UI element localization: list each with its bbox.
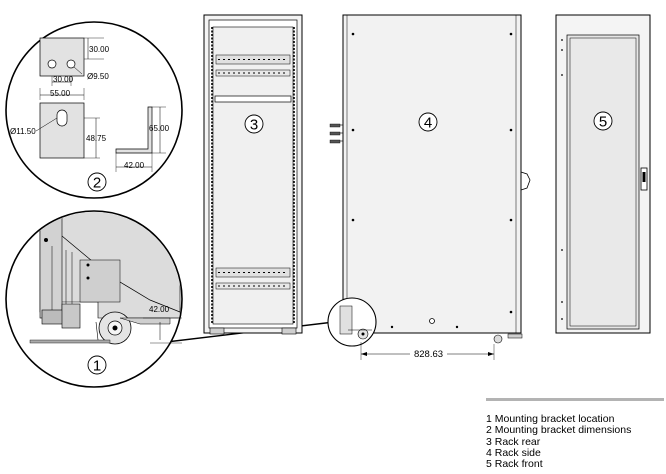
dim-floor-clearance: 42.00 xyxy=(149,305,170,314)
callout-1: 1 xyxy=(93,358,101,375)
dim-bracket-foot-length: 42.00 xyxy=(124,161,145,170)
callout-2: 2 xyxy=(93,175,101,192)
legend-item-bracket-location: 1 Mounting bracket location xyxy=(486,413,615,425)
dim-bracket-top-height: 30.00 xyxy=(89,45,110,54)
callout-5: 5 xyxy=(599,114,607,131)
legend-item-bracket-dimensions: 2 Mounting bracket dimensions xyxy=(486,424,632,437)
dim-bracket-hole-dia: Ø9.50 xyxy=(87,72,109,81)
dim-rack-depth: 828.63 xyxy=(414,349,443,360)
callout-3: 3 xyxy=(250,117,258,134)
legend-divider xyxy=(486,398,664,401)
dim-bracket-width: 55.00 xyxy=(50,89,71,98)
rack-side-view: 828.63 4 xyxy=(327,14,531,360)
legend-item-rack-front: 5 Rack front xyxy=(486,458,543,471)
rack-rear-view: 3 xyxy=(203,14,303,335)
dim-bracket-top-width: 30.00 xyxy=(53,75,74,84)
callout-4: 4 xyxy=(424,115,432,132)
rack-front-view: 5 xyxy=(555,14,651,334)
dim-bracket-slot-dia: Ø11.50 xyxy=(10,127,36,136)
dim-bracket-side-height: 65.00 xyxy=(149,124,170,133)
dim-bracket-slot-height: 48.75 xyxy=(86,134,107,143)
legend-item-rack-side: 4 Rack side xyxy=(486,446,541,459)
bracket-dimensions-detail: 30.00 30.00 Ø9.50 55.00 Ø11.50 48.75 65.… xyxy=(5,21,183,199)
legend-item-rack-rear: 3 Rack rear xyxy=(486,435,541,448)
bracket-location-detail: 42.00 1 xyxy=(5,210,335,388)
legend: 1 Mounting bracket location 2 Mounting b… xyxy=(486,398,664,470)
